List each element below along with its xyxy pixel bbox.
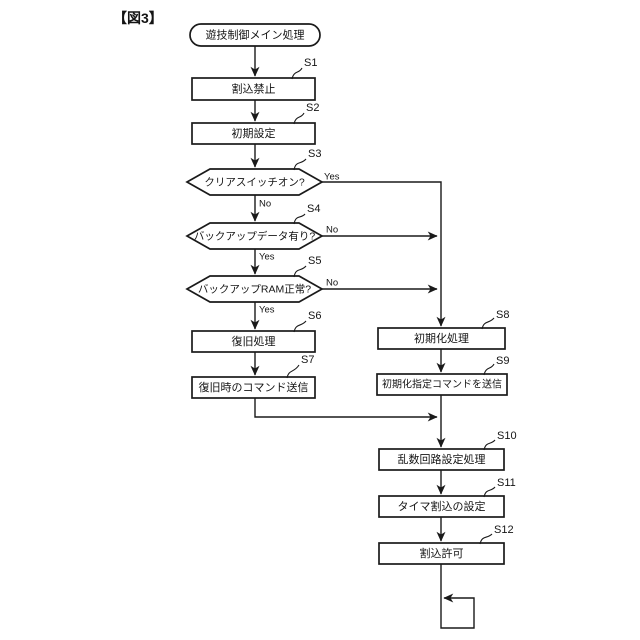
s5-no-branch-label: No — [326, 278, 338, 289]
s5-decision-shape — [185, 275, 324, 303]
s3-step-id: S3 — [308, 148, 321, 160]
s6-label: 復旧処理 — [232, 335, 276, 348]
node-s4: バックアップデータ有り? — [185, 222, 324, 250]
s7-step-id: S7 — [301, 354, 314, 366]
start-terminal-shape — [189, 23, 321, 47]
s8-process-shape — [377, 327, 506, 350]
node-s1: 割込禁止 — [191, 77, 316, 101]
s1-label: 割込禁止 — [232, 82, 276, 96]
s9-process-shape — [376, 373, 508, 396]
s8-label: 初期化処理 — [414, 331, 469, 345]
s4-decision-shape — [185, 222, 324, 250]
s4-no-branch-label: No — [326, 225, 338, 236]
s1-step-id: S1 — [304, 57, 317, 69]
s3-label: クリアスイッチオン? — [204, 177, 304, 189]
node-start: 遊技制御メイン処理 — [189, 23, 321, 47]
s3-no-branch-label: No — [259, 199, 271, 210]
s1-process-shape — [191, 77, 316, 101]
s4-label: バックアップデータ有り? — [194, 230, 315, 243]
step-ref-s5: S5 — [293, 255, 321, 278]
node-s5: バックアップRAM正常? — [185, 275, 324, 303]
s7-leader-line — [286, 364, 300, 379]
s4-yes-branch-label: Yes — [259, 252, 275, 263]
s5-step-id: S5 — [308, 255, 321, 267]
node-s2: 初期設定 — [191, 122, 316, 145]
s6-process-shape — [191, 330, 316, 353]
s3-leader-line — [293, 158, 307, 171]
node-s6: 復旧処理 — [191, 330, 316, 353]
s4-step-id: S4 — [307, 203, 320, 215]
step-ref-s9: S9 — [483, 355, 509, 376]
node-s7: 復旧時のコマンド送信 — [191, 376, 316, 399]
s10-step-id: S10 — [497, 430, 517, 442]
s3-yes-branch-label: Yes — [324, 172, 340, 183]
step-ref-s3: S3 — [293, 148, 321, 171]
s7-label: 復旧時のコマンド送信 — [199, 380, 309, 394]
step-ref-s2: S2 — [293, 102, 319, 125]
edge-s3-yes-s8 — [322, 181, 446, 327]
node-s10: 乱数回路設定処理 — [378, 448, 505, 471]
step-ref-s12: S12 — [479, 524, 514, 545]
s9-step-id: S9 — [496, 355, 509, 367]
figure-title: 【図3】 — [113, 10, 163, 26]
s10-label: 乱数回路設定処理 — [398, 452, 486, 466]
s11-step-id: S11 — [497, 477, 516, 489]
node-s3: クリアスイッチオン? — [185, 168, 324, 196]
s12-leader-line — [479, 533, 493, 545]
s10-process-shape — [378, 448, 505, 471]
node-s9: 初期化指定コマンドを送信 — [376, 373, 508, 396]
step-ref-s1: S1 — [291, 57, 317, 80]
s8-step-id: S8 — [496, 309, 509, 321]
s6-leader-line — [293, 320, 307, 333]
s5-yes-branch-label: Yes — [259, 305, 275, 316]
s5-leader-line — [293, 265, 307, 278]
node-s11: タイマ割込の設定 — [378, 495, 505, 518]
s4-leader-line — [293, 213, 306, 225]
s12-label: 割込許可 — [420, 546, 464, 560]
s8-leader-line — [481, 317, 495, 330]
step-ref-s8: S8 — [481, 309, 509, 330]
step-ref-s6: S6 — [293, 310, 321, 333]
edge-s7-merge — [254, 398, 438, 422]
s11-leader-line — [483, 486, 496, 498]
s2-step-id: S2 — [306, 102, 319, 114]
s3-decision-shape — [185, 168, 324, 196]
s12-step-id: S12 — [494, 524, 514, 536]
step-ref-s7: S7 — [286, 354, 314, 379]
s10-leader-line — [483, 439, 496, 451]
step-ref-s4: S4 — [293, 203, 320, 225]
s2-leader-line — [293, 112, 305, 125]
s5-label: バックアップRAM正常? — [198, 283, 311, 296]
s2-label: 初期設定 — [232, 126, 276, 140]
edge-s12-infinite-loop — [440, 564, 475, 629]
start-terminal-label: 遊技制御メイン処理 — [206, 28, 305, 42]
node-s12: 割込許可 — [378, 542, 505, 565]
step-ref-s11: S11 — [483, 477, 516, 498]
s11-label: タイマ割込の設定 — [398, 499, 486, 513]
s9-label: 初期化指定コマンドを送信 — [382, 378, 502, 391]
s12-process-shape — [378, 542, 505, 565]
s6-step-id: S6 — [308, 310, 321, 322]
s9-leader-line — [483, 363, 495, 376]
s11-process-shape — [378, 495, 505, 518]
s7-process-shape — [191, 376, 316, 399]
s1-leader-line — [291, 67, 303, 80]
s2-process-shape — [191, 122, 316, 145]
node-s8: 初期化処理 — [377, 327, 506, 350]
step-ref-s10: S10 — [483, 430, 517, 451]
